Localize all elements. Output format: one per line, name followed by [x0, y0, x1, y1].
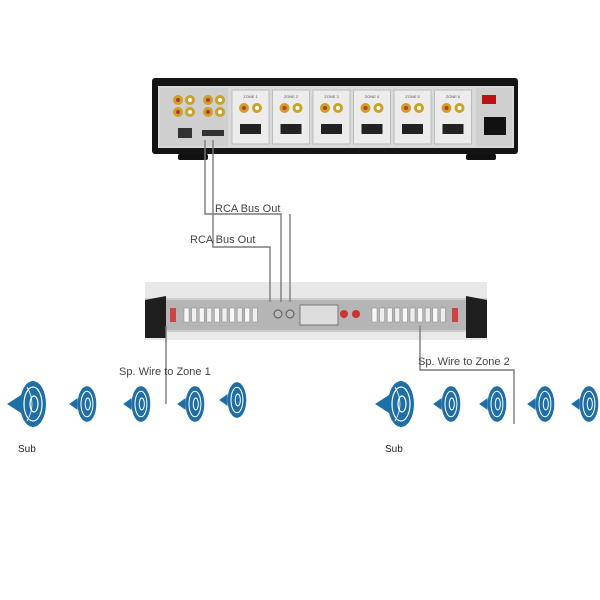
amp-center-panel	[299, 304, 339, 326]
zone-panel-6: ZONE 6	[434, 89, 472, 145]
sub-icon	[374, 380, 415, 428]
amp-terminal	[236, 307, 243, 323]
amp-speaker-terminals	[183, 304, 446, 326]
zone2-speaker-wire	[419, 326, 515, 424]
zone2-wire-label: Sp. Wire to Zone 2	[418, 356, 510, 368]
zone-panel-1: ZONE 1	[231, 89, 270, 145]
zone-panels: ZONE 1 ZONE 2 ZONE 3 ZONE 4 ZONE 5 ZONE 6	[231, 89, 472, 145]
amp-terminal	[214, 307, 220, 323]
zone-panel-4: ZONE 4	[353, 89, 391, 145]
multi-zone-receiver: ZONE 1 ZONE 2 ZONE 3 ZONE 4 ZONE 5 ZONE 6	[152, 78, 518, 160]
speaker-icon	[432, 385, 461, 423]
amp-terminal	[229, 307, 235, 323]
rca-bus-out-wire-2	[212, 140, 271, 302]
amp-terminal	[371, 307, 378, 323]
rca-input-jacks	[173, 95, 225, 117]
amp-terminal	[221, 307, 228, 323]
zone-panel-5: ZONE 5	[393, 89, 432, 145]
amp-terminal	[432, 307, 439, 323]
zone-label: ZONE 3	[324, 94, 339, 99]
amp-terminal	[183, 307, 190, 323]
rca-bus-out-label-1: RCA Bus Out	[215, 203, 281, 215]
speaker-icon	[478, 385, 507, 423]
speaker-icon	[176, 385, 205, 423]
amp-terminal	[394, 307, 401, 323]
amp-terminal	[252, 307, 258, 323]
speaker-icon	[218, 381, 247, 419]
amp-terminal	[409, 307, 416, 323]
speakers-right	[374, 380, 599, 428]
zone-panel-2: ZONE 2	[272, 89, 310, 145]
amp-terminal	[198, 307, 205, 323]
sub-label-left: Sub	[18, 444, 36, 455]
zone-label: ZONE 1	[243, 94, 258, 99]
amp-terminal	[386, 307, 393, 323]
zone-label: ZONE 2	[284, 94, 299, 99]
speaker-icon	[570, 385, 599, 423]
amp-terminal	[206, 307, 213, 323]
amp-terminal	[244, 307, 251, 323]
power-switch[interactable]	[482, 95, 496, 104]
rca-bus-out-wire-1	[204, 140, 282, 302]
amp-terminal	[440, 307, 446, 323]
zone-label: ZONE 4	[365, 94, 380, 99]
amp-terminal	[417, 307, 423, 323]
zone1-wire-label: Sp. Wire to Zone 1	[119, 366, 211, 378]
amp-terminal	[424, 307, 431, 323]
speakers-left	[6, 380, 247, 428]
speaker-icon	[122, 385, 151, 423]
zone-label: ZONE 5	[405, 94, 420, 99]
amp-terminal	[191, 307, 197, 323]
rca-bus-out-label-2: RCA Bus Out	[190, 234, 256, 246]
speaker-icon	[68, 385, 97, 423]
sub-icon	[6, 380, 47, 428]
speaker-icon	[526, 385, 555, 423]
amp-terminal	[402, 307, 408, 323]
connection-wires	[165, 140, 515, 424]
sub-label-right: Sub	[385, 444, 403, 455]
zone-panel-3: ZONE 3	[312, 89, 351, 145]
zone-label: ZONE 6	[446, 94, 461, 99]
amp-terminal	[379, 307, 385, 323]
multi-channel-amplifier	[145, 282, 487, 340]
power-inlet	[484, 117, 506, 135]
amp-rca-jacks	[273, 309, 360, 319]
